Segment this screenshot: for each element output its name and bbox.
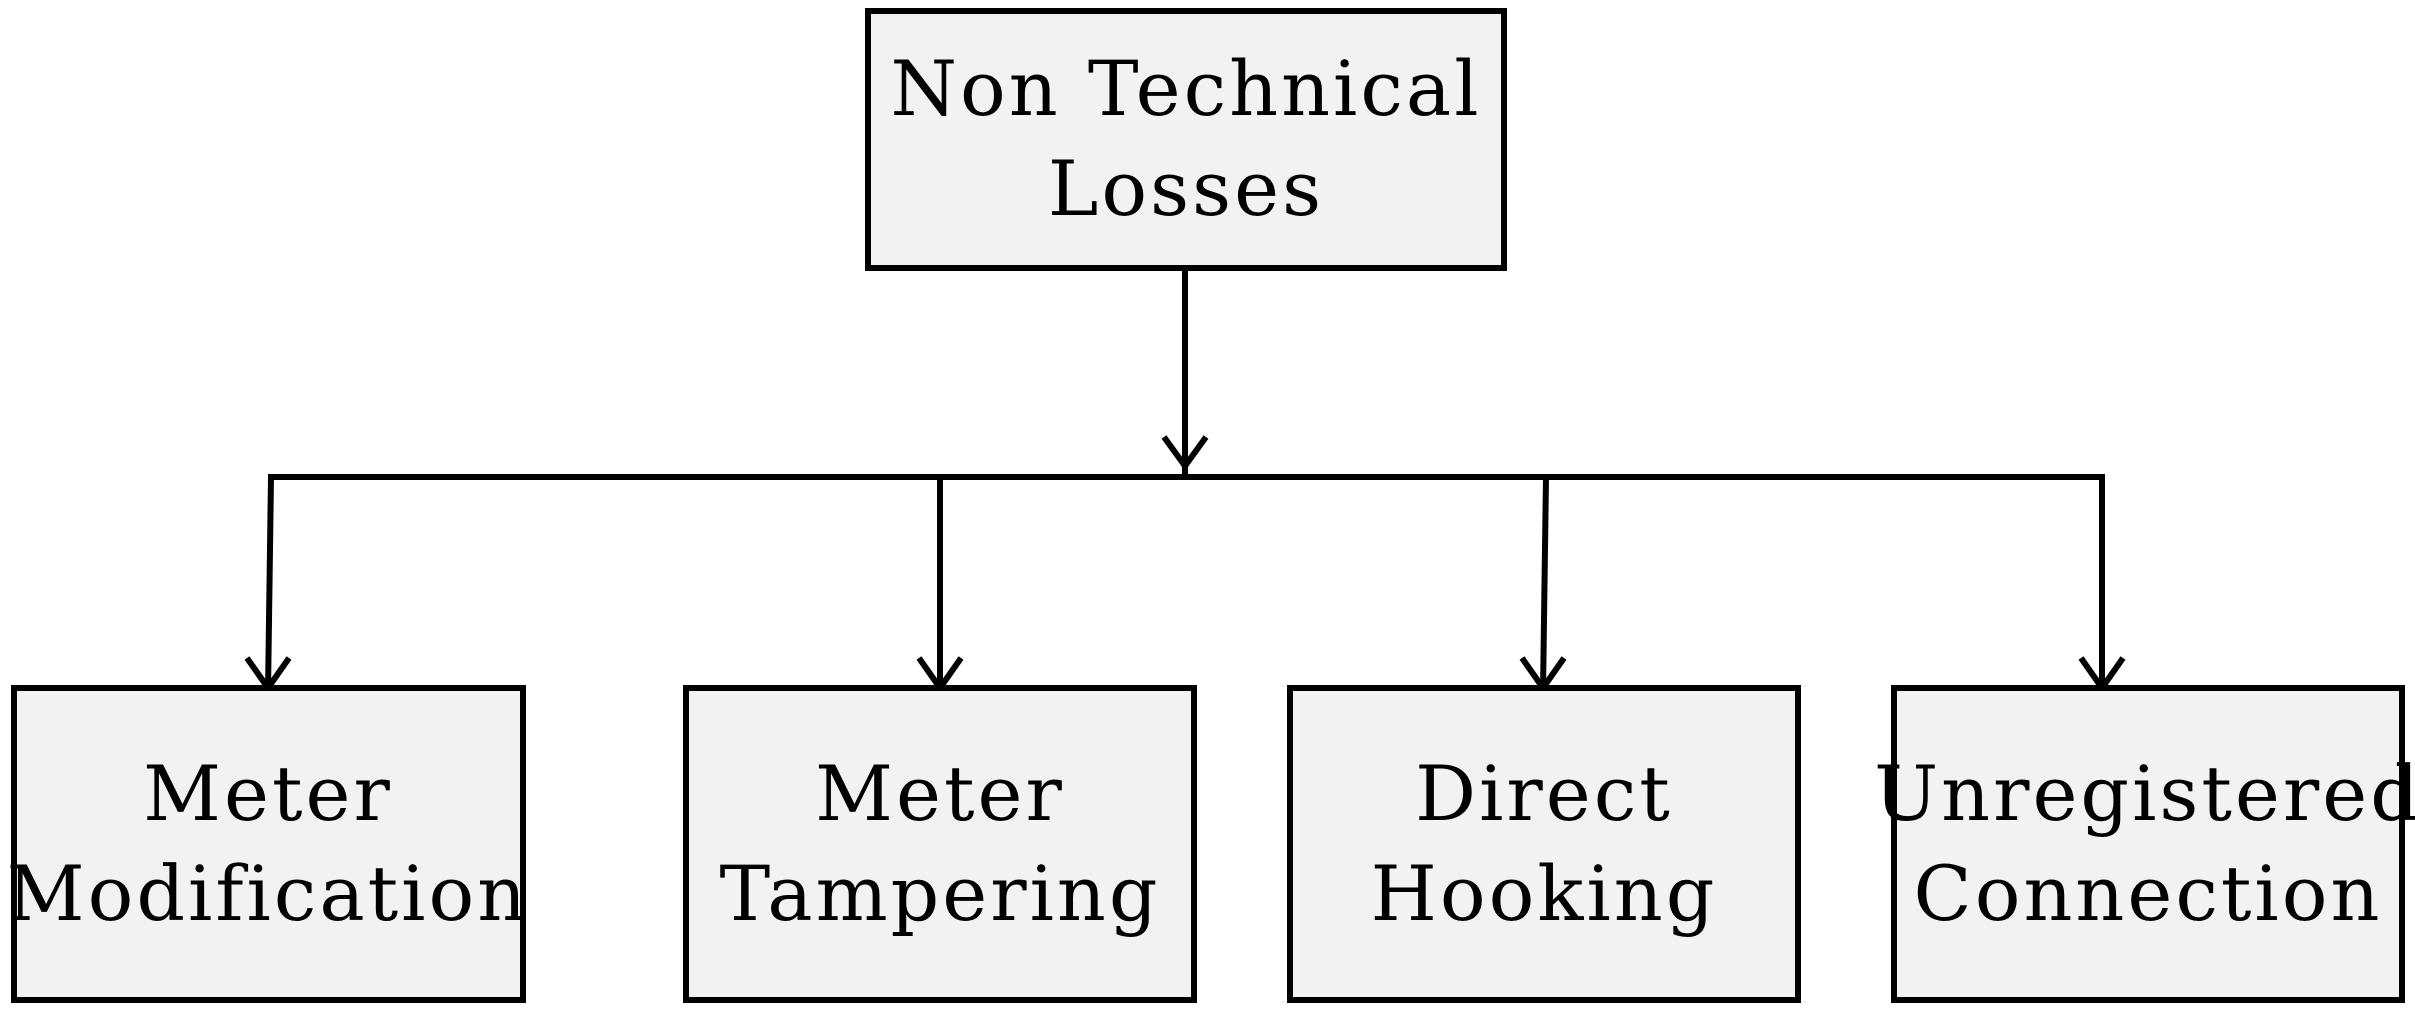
branch-connector-direct-hooking bbox=[1539, 473, 1550, 696]
child-node-label-line-1: Meter bbox=[815, 749, 1065, 838]
root-node-label-line-2: Losses bbox=[1048, 144, 1324, 233]
child-node-box bbox=[683, 685, 1197, 1003]
child-node-label-line-2: Connection bbox=[1914, 849, 2383, 938]
child-node-label-line-1: Direct bbox=[1415, 749, 1673, 838]
child-node-label-line-2: Tampering bbox=[719, 849, 1160, 938]
child-node-label-line-2: Modification bbox=[7, 849, 529, 938]
child-node-unregistered-connection: Unregistered Connection bbox=[1874, 685, 2415, 1003]
branch-connector-meter-modification bbox=[264, 473, 275, 696]
child-node-label-line-1: Meter bbox=[143, 749, 393, 838]
root-arrowhead bbox=[1161, 435, 1209, 472]
child-node-direct-hooking: Direct Hooking bbox=[1287, 685, 1801, 1003]
child-node-box bbox=[1287, 685, 1801, 1003]
child-node-meter-tampering: Meter Tampering bbox=[683, 685, 1197, 1003]
root-node-box bbox=[865, 8, 1507, 271]
child-node-meter-modification: Meter Modification bbox=[7, 685, 529, 1003]
child-node-label-line-2: Hooking bbox=[1371, 849, 1718, 938]
child-node-box bbox=[1891, 685, 2405, 1003]
root-node-label-line-1: Non Technical bbox=[890, 44, 1481, 133]
root-node-non-technical-losses: Non Technical Losses bbox=[865, 8, 1507, 271]
child-node-box bbox=[11, 685, 526, 1003]
child-node-label-line-1: Unregistered bbox=[1874, 749, 2415, 838]
